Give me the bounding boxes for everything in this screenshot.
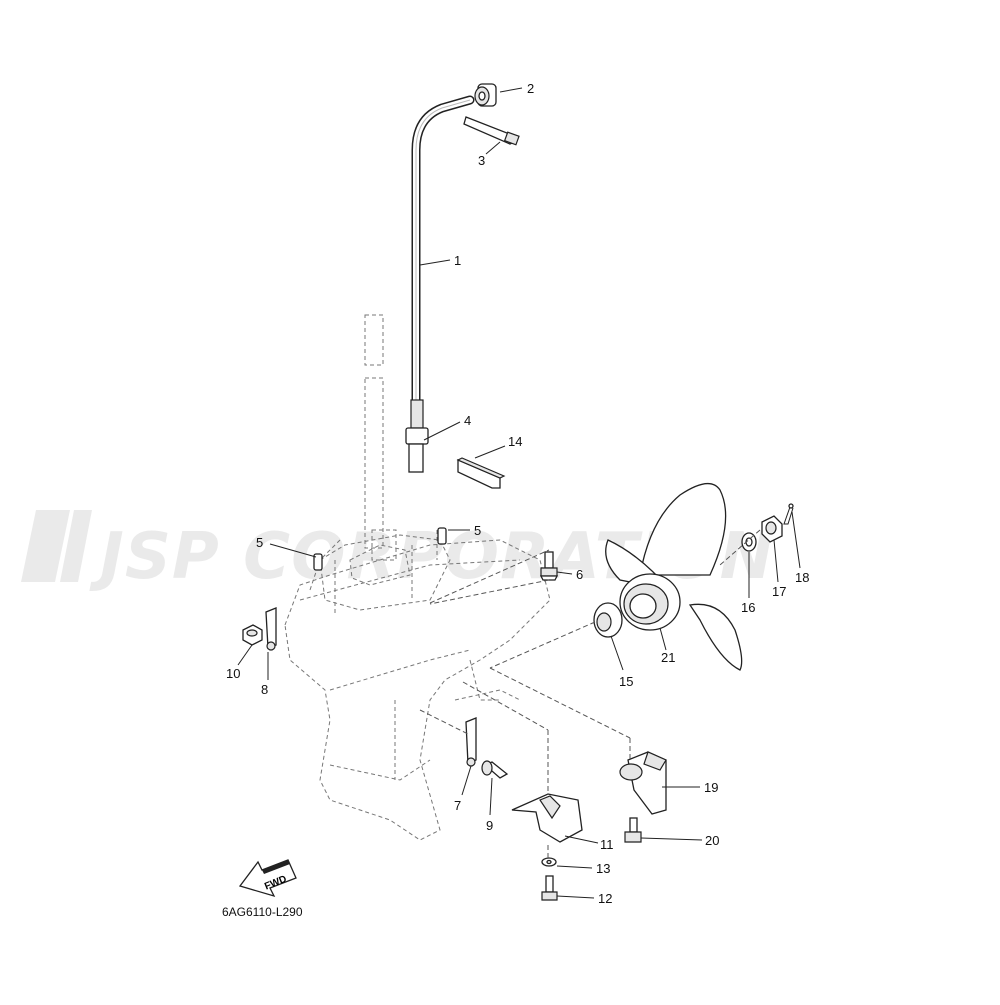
dowel-pin-right [437,527,447,545]
callout-15: 15 [619,674,633,689]
grommet [474,83,497,107]
callout-8: 8 [261,682,268,697]
thrust-spacer [593,602,623,638]
assembly-lines [419,529,761,858]
callout-6: 6 [576,567,583,582]
anode-plate [511,793,583,843]
bracket-7 [465,717,477,767]
callout-4: 4 [464,413,471,428]
callout-1: 1 [454,253,461,268]
water-pump-area [319,529,451,615]
washer-13 [541,857,557,867]
prop-nut-17 [761,515,783,543]
water-pipe [411,95,475,405]
leader-lines [237,87,801,899]
pipe-seal [405,399,429,473]
diagram-code: 6AG6110-L290 [222,905,303,919]
callout-14: 14 [508,434,522,449]
nut-10 [242,624,263,646]
callout-labels: 2 3 1 4 14 5 5 6 8 10 7 9 11 13 12 15 21… [226,81,809,906]
callout-2: 2 [527,81,534,96]
rubber-seal [456,457,506,489]
strap-clip [463,116,520,146]
callout-5-left: 5 [256,535,263,550]
callout-18: 18 [795,570,809,585]
callout-16: 16 [741,600,755,615]
callout-13: 13 [596,861,610,876]
callout-17: 17 [772,584,786,599]
callout-9: 9 [486,818,493,833]
callout-3: 3 [478,153,485,168]
drive-shaft [364,314,384,549]
watermark-logo [21,510,92,582]
cotter-pin-18 [783,503,794,525]
propeller [605,483,743,671]
bracket-8 [265,607,277,651]
callout-10: 10 [226,666,240,681]
bolt-20 [624,817,642,843]
washer-16 [741,532,757,552]
dowel-pin-left [313,553,323,571]
bolt-9 [481,760,509,779]
bolt-12 [541,875,558,901]
callout-5-right: 5 [474,523,481,538]
callout-19: 19 [704,780,718,795]
bolt-6 [539,551,559,581]
callout-21: 21 [661,650,675,665]
callout-11: 11 [600,837,614,852]
callout-20: 20 [705,833,719,848]
fwd-arrow: FWD [238,859,297,898]
callout-7: 7 [454,798,461,813]
callout-12: 12 [598,891,612,906]
trim-tab [619,751,667,815]
